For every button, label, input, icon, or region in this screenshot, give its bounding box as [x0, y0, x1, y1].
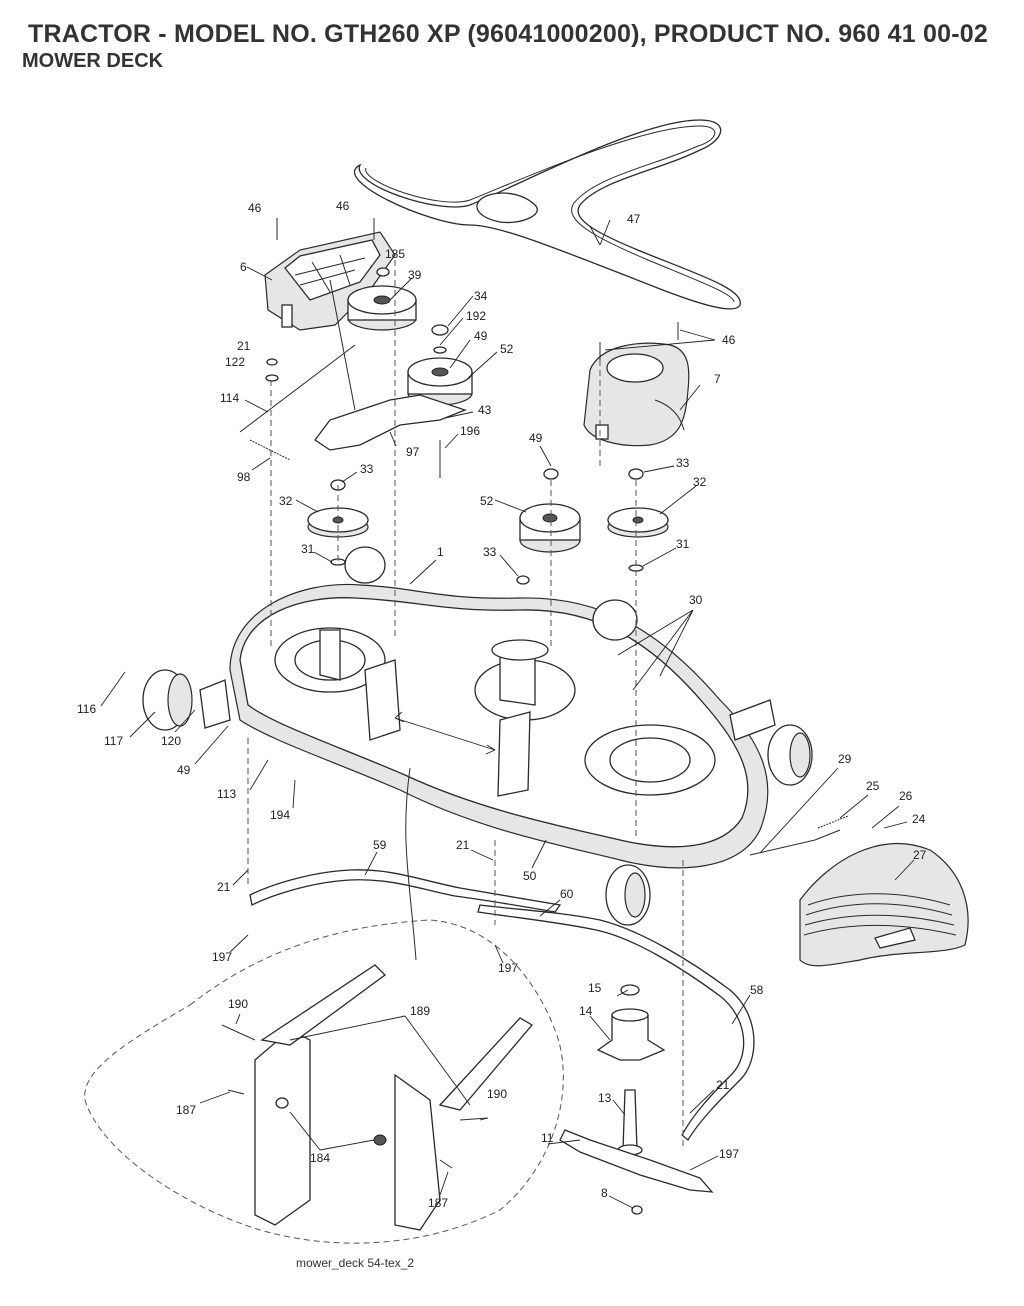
- callout-60: 60: [560, 887, 574, 901]
- callout-13: 13: [598, 1091, 612, 1105]
- detail-inset-boundary: [84, 919, 564, 1244]
- callout-39: 39: [408, 268, 422, 282]
- callout-24: 24: [912, 812, 926, 826]
- height-adjust-brackets: [221, 964, 533, 1231]
- callout-30: 30: [689, 593, 703, 607]
- callout-117: 117: [104, 734, 123, 748]
- drive-belt: [353, 119, 741, 310]
- callout-34: 34: [474, 289, 488, 303]
- callout-31a: 31: [301, 542, 315, 556]
- callout-27: 27: [913, 848, 927, 862]
- callout-97: 97: [406, 445, 420, 459]
- callout-11: 11: [541, 1131, 554, 1145]
- callout-leaders: [100, 219, 915, 1209]
- callout-14: 14: [579, 1004, 593, 1018]
- callout-197b: 197: [498, 961, 518, 975]
- alignment-lines: [247, 260, 684, 1150]
- center-pulley: [519, 503, 581, 553]
- callout-47: 47: [627, 212, 641, 226]
- callout-52b: 52: [480, 494, 494, 508]
- callout-43: 43: [478, 403, 492, 417]
- callout-122: 122: [225, 355, 245, 369]
- callout-46c: 46: [722, 333, 736, 347]
- idler-arm-bracket: [314, 279, 467, 451]
- fasteners: [265, 218, 679, 585]
- discharge-chute: [749, 815, 969, 967]
- callout-46a: 46: [248, 201, 262, 215]
- lift-links: [249, 869, 755, 1141]
- callout-192: 192: [466, 309, 486, 323]
- callout-33b: 33: [676, 456, 690, 470]
- callout-1: 1: [437, 545, 444, 559]
- tension-spring: [239, 344, 356, 461]
- mower-blade: [559, 1129, 714, 1215]
- spindle-assembly: [596, 984, 666, 1156]
- callout-46b: 46: [336, 199, 350, 213]
- callout-32a: 32: [279, 494, 293, 508]
- callout-8: 8: [601, 1186, 608, 1200]
- left-belt-cover: [264, 231, 396, 331]
- page-subtitle: MOWER DECK: [22, 50, 164, 72]
- callout-52a: 52: [500, 342, 514, 356]
- callout-114: 114: [220, 391, 239, 405]
- callout-21a: 21: [237, 339, 251, 353]
- callout-197c: 197: [719, 1147, 739, 1161]
- callout-184: 184: [310, 1151, 330, 1165]
- callout-26: 26: [899, 789, 913, 803]
- right-spindle-pulley: [607, 507, 669, 538]
- left-spindle-pulley: [307, 507, 369, 538]
- callout-25: 25: [866, 779, 880, 793]
- idler-pulley-39: [347, 285, 417, 331]
- mower-deck: [229, 583, 769, 869]
- callout-187b: 187: [428, 1196, 448, 1210]
- callout-labels: 46 46 47 185 6 39 34 192 49 21 122 52 46…: [77, 199, 927, 1210]
- callout-6: 6: [240, 260, 247, 274]
- callout-190b: 190: [487, 1087, 507, 1101]
- callout-32b: 32: [693, 475, 707, 489]
- callout-15: 15: [588, 981, 602, 995]
- callout-33a: 33: [360, 462, 374, 476]
- callout-98: 98: [237, 470, 251, 484]
- callout-196: 196: [460, 424, 480, 438]
- callout-120: 120: [161, 734, 181, 748]
- callout-21b: 21: [456, 838, 470, 852]
- callout-49b: 49: [529, 431, 543, 445]
- callout-113: 113: [217, 787, 236, 801]
- callout-31b: 31: [676, 537, 690, 551]
- callout-194: 194: [270, 808, 290, 822]
- callout-29: 29: [838, 752, 852, 766]
- callout-190a: 190: [228, 997, 248, 1011]
- callout-21c: 21: [217, 880, 231, 894]
- callout-185: 185: [385, 247, 405, 261]
- page-title: TRACTOR - MODEL NO. GTH260 XP (960410002…: [28, 20, 988, 48]
- callout-49c: 49: [177, 763, 191, 777]
- diagram-caption: mower_deck 54-tex_2: [296, 1256, 415, 1270]
- callout-197a: 197: [212, 950, 232, 964]
- callout-50: 50: [523, 869, 537, 883]
- callout-33c: 33: [483, 545, 497, 559]
- gauge-wheels: [142, 546, 813, 926]
- callout-59: 59: [373, 838, 387, 852]
- callout-58: 58: [750, 983, 764, 997]
- callout-7: 7: [714, 372, 721, 386]
- callout-189: 189: [410, 1004, 430, 1018]
- callout-187a: 187: [176, 1103, 196, 1117]
- right-belt-cover: [583, 342, 690, 447]
- callout-116: 116: [77, 702, 96, 716]
- callout-49a: 49: [474, 329, 488, 343]
- callout-21d: 21: [716, 1078, 730, 1092]
